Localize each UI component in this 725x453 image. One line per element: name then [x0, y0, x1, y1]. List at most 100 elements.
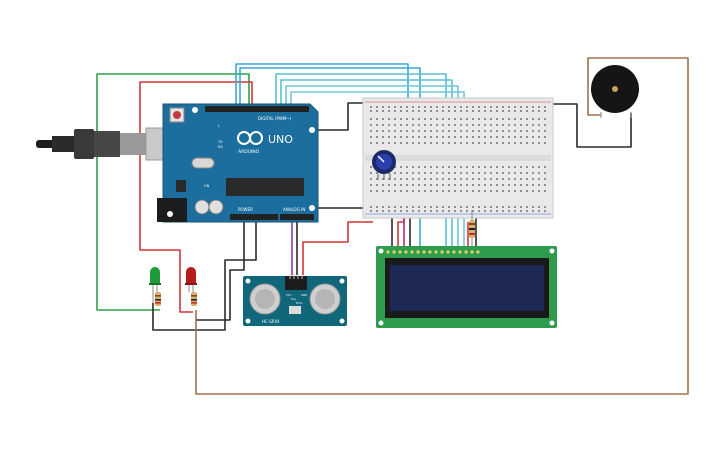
- breadboard-hole: [490, 172, 492, 174]
- breadboard-hole: [394, 136, 396, 138]
- breadboard-hole: [526, 190, 528, 192]
- breadboard-hole: [502, 142, 504, 144]
- breadboard-hole: [496, 206, 498, 208]
- breadboard-hole: [532, 172, 534, 174]
- breadboard-hole: [520, 190, 522, 192]
- breadboard-hole: [484, 184, 486, 186]
- lcd-pin: [476, 250, 480, 254]
- breadboard-hole: [478, 124, 480, 126]
- breadboard-hole: [472, 118, 474, 120]
- breadboard-hole: [436, 118, 438, 120]
- breadboard-hole: [430, 206, 432, 208]
- breadboard-hole: [460, 210, 462, 212]
- led-green[interactable]: [149, 267, 161, 303]
- breadboard-hole: [418, 106, 420, 108]
- arduino-uno-board[interactable]: UNO ARDUINO POWER ANALOG IN DIGITAL (PWM…: [157, 103, 319, 223]
- breadboard-hole: [502, 206, 504, 208]
- breadboard-hole: [418, 210, 420, 212]
- breadboard-hole: [544, 172, 546, 174]
- sensor-pin-vcc: VCC: [286, 293, 292, 297]
- breadboard-hole: [490, 166, 492, 168]
- wire-buzzer-brown[interactable]: [195, 57, 689, 395]
- breadboard-hole: [466, 206, 468, 208]
- breadboard-hole: [544, 184, 546, 186]
- wire-buzzer-ground[interactable]: [553, 103, 632, 148]
- breadboard-hole: [526, 184, 528, 186]
- breadboard-hole: [418, 206, 420, 208]
- breadboard-hole: [430, 106, 432, 108]
- wire-gnd-breadboard[interactable]: [318, 102, 366, 131]
- power-pin-header[interactable]: [230, 214, 278, 220]
- breadboard-hole: [472, 110, 474, 112]
- wire-red-led[interactable]: [139, 81, 253, 313]
- lcd-pin: [458, 250, 462, 254]
- breadboard-hole: [370, 178, 372, 180]
- breadboard-hole: [370, 210, 372, 212]
- wire-green-led[interactable]: [96, 73, 250, 311]
- lcd-pin: [416, 250, 420, 254]
- breadboard-hole: [406, 178, 408, 180]
- breadboard-hole: [442, 184, 444, 186]
- breadboard-hole: [436, 110, 438, 112]
- wire-led-ground-2[interactable]: [196, 214, 245, 321]
- potentiometer[interactable]: [372, 150, 396, 180]
- breadboard-hole: [424, 130, 426, 132]
- breadboard-hole: [406, 172, 408, 174]
- breadboard-hole: [538, 190, 540, 192]
- resistor-green-led[interactable]: [155, 292, 161, 306]
- breadboard-hole: [538, 166, 540, 168]
- breadboard-hole: [424, 190, 426, 192]
- breadboard-hole: [412, 118, 414, 120]
- breadboard-hole: [394, 178, 396, 180]
- breadboard-hole: [490, 106, 492, 108]
- breadboard-hole: [418, 184, 420, 186]
- breadboard-hole: [520, 166, 522, 168]
- digital-pin-header[interactable]: [205, 106, 309, 112]
- lcd-16x2[interactable]: [376, 246, 557, 328]
- wire-blue-1[interactable]: [235, 63, 409, 128]
- resistor-lcd[interactable]: [469, 210, 475, 250]
- breadboard-hole: [472, 190, 474, 192]
- breadboard-hole: [538, 124, 540, 126]
- breadboard-hole: [460, 184, 462, 186]
- led-red[interactable]: [185, 267, 197, 292]
- breadboard-hole: [532, 166, 534, 168]
- resistor-red-led[interactable]: [191, 292, 197, 306]
- analog-pin-header[interactable]: [280, 214, 314, 220]
- breadboard-hole: [442, 124, 444, 126]
- breadboard-hole: [532, 130, 534, 132]
- breadboard-hole: [520, 124, 522, 126]
- breadboard-hole: [418, 190, 420, 192]
- breadboard-hole: [526, 124, 528, 126]
- wire-sensor-red[interactable]: [302, 221, 373, 275]
- breadboard-hole: [532, 110, 534, 112]
- breadboard-hole: [442, 130, 444, 132]
- breadboard-hole: [460, 166, 462, 168]
- ultrasonic-sensor[interactable]: HC-SR04 VCC Trig Echo GND: [243, 274, 347, 326]
- breadboard-hole: [430, 130, 432, 132]
- usb-cable[interactable]: [36, 127, 175, 161]
- breadboard-hole: [412, 184, 414, 186]
- breadboard-hole: [418, 178, 420, 180]
- breadboard-hole: [412, 142, 414, 144]
- breadboard-hole: [514, 166, 516, 168]
- power-jack[interactable]: [157, 198, 187, 222]
- breadboard-hole: [508, 190, 510, 192]
- breadboard-hole: [436, 178, 438, 180]
- breadboard-hole: [400, 124, 402, 126]
- breadboard-hole: [412, 110, 414, 112]
- breadboard-hole: [376, 110, 378, 112]
- wire-led-ground[interactable]: [152, 214, 257, 331]
- breadboard-hole: [514, 142, 516, 144]
- breadboard-hole: [376, 178, 378, 180]
- breadboard-hole: [472, 210, 474, 212]
- breadboard-hole: [520, 206, 522, 208]
- breadboard-hole: [424, 166, 426, 168]
- breadboard-hole: [400, 110, 402, 112]
- breadboard-hole: [394, 172, 396, 174]
- piezo-buzzer[interactable]: [591, 65, 639, 118]
- breadboard-hole: [412, 190, 414, 192]
- breadboard-hole: [376, 190, 378, 192]
- breadboard-hole: [508, 130, 510, 132]
- lcd-pin: [440, 250, 444, 254]
